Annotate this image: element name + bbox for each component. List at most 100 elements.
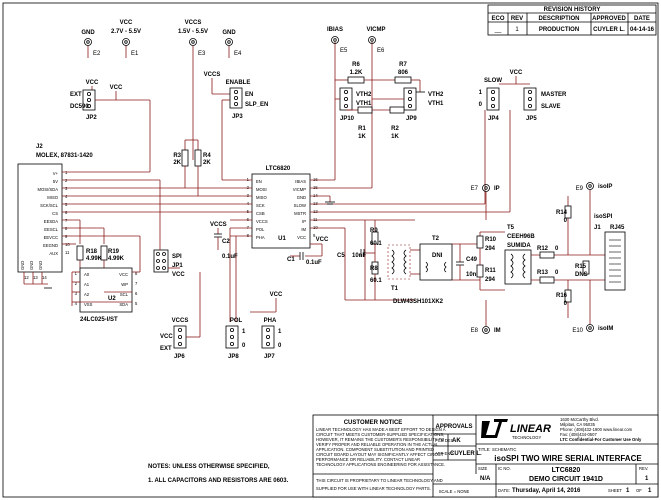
svg-text:Phone: (408)432-1900 www.line: Phone: (408)432-1900 www.linear.com — [560, 427, 633, 432]
svg-text:R6: R6 — [352, 62, 360, 68]
svg-text:RJ45: RJ45 — [610, 225, 625, 231]
resistor-r19: R19 4.99K — [100, 228, 125, 268]
jumper-jp4: SLOW 1 0 JP4 — [479, 78, 503, 122]
svg-text:1: 1 — [242, 329, 246, 335]
svg-text:VCC: VCC — [297, 235, 306, 240]
svg-text:DNI: DNI — [432, 253, 443, 259]
u1-ref: U1 — [278, 236, 286, 242]
svg-text:Fax: (408)434-0507: Fax: (408)434-0507 — [560, 432, 597, 437]
svg-text:ENABLE: ENABLE — [226, 80, 251, 86]
svg-text:E7: E7 — [471, 186, 479, 192]
svg-text:VCC: VCC — [270, 292, 283, 298]
resistor-r14: R14 0 — [556, 196, 572, 255]
svg-text:R16: R16 — [556, 293, 568, 299]
svg-text:R12: R12 — [537, 246, 549, 252]
svg-text:TITLE:: TITLE: — [478, 447, 491, 452]
svg-text:SHEET: SHEET — [608, 488, 622, 493]
svg-text:isoSPI TWO WIRE SERIAL INTERFA: isoSPI TWO WIRE SERIAL INTERFACE — [494, 454, 642, 463]
connector-j2: J2 MOLEX, 87831-1420 V+ 5V MOSI/SDA MISO… — [17, 144, 93, 289]
svg-text:Milpitas, CA 95035: Milpitas, CA 95035 — [560, 422, 596, 427]
rev-header-description: DESCRIPTION — [538, 16, 579, 22]
svg-text:806: 806 — [398, 70, 409, 76]
svg-text:13: 13 — [33, 275, 38, 280]
resistor-r18: R18 4.99K — [76, 220, 103, 268]
resistor-r16: R16 0 — [556, 280, 572, 318]
svg-text:T5: T5 — [507, 225, 515, 231]
svg-text:VCC: VCC — [316, 237, 329, 243]
svg-text:SIZE: SIZE — [478, 466, 488, 471]
svg-text:PHA: PHA — [256, 235, 265, 240]
svg-text:OF: OF — [636, 488, 642, 493]
svg-text:1: 1 — [247, 177, 250, 182]
svg-text:15: 15 — [313, 185, 318, 190]
terminal-e7-ip: E7 IP — [471, 184, 500, 192]
svg-text:IM: IM — [494, 328, 501, 334]
svg-text:1: 1 — [479, 90, 483, 96]
svg-text:E4: E4 — [234, 51, 242, 57]
svg-text:JP4: JP4 — [488, 116, 499, 122]
svg-text:DC590: DC590 — [70, 104, 89, 110]
svg-text:0: 0 — [555, 246, 559, 252]
svg-text:MSTR: MSTR — [294, 211, 306, 216]
svg-text:60.1: 60.1 — [370, 241, 382, 247]
svg-text:SLOW: SLOW — [484, 78, 502, 84]
svg-text:GND: GND — [297, 195, 306, 200]
svg-text:1.2K: 1.2K — [350, 70, 363, 76]
svg-text:JP5: JP5 — [526, 116, 537, 122]
svg-text:0: 0 — [564, 218, 568, 224]
jumper-jp9: VTH2 VTH1 JP9 — [372, 87, 444, 122]
svg-text:N/A: N/A — [480, 476, 491, 482]
svg-text:C2: C2 — [222, 239, 230, 245]
svg-text:EESDA: EESDA — [44, 219, 58, 224]
svg-text:8: 8 — [65, 226, 68, 231]
title-block: CUSTOMER NOTICE LINEAR TECHNOLOGY HAS MA… — [312, 414, 659, 498]
resistor-r2: R2 1K — [372, 106, 405, 140]
rev-cell-eco: __ — [494, 27, 502, 33]
svg-text:E10: E10 — [572, 328, 583, 334]
svg-text:2: 2 — [247, 185, 250, 190]
svg-text:IM: IM — [301, 227, 306, 232]
terminal-e10-isoim: E10 isoIM — [572, 324, 613, 334]
svg-text:E9: E9 — [576, 186, 584, 192]
revision-history-table: REVISION HISTORY ECO REV DESCRIPTION APP… — [487, 4, 657, 36]
u1-left-pins: EN MOSI MISO SCK CSB VCCS POL PHA 1 2 3 … — [247, 177, 268, 240]
svg-text:7: 7 — [247, 225, 250, 230]
svg-text:THIS CIRCUIT IS PROPRIETARY TO: THIS CIRCUIT IS PROPRIETARY TO LINEAR TE… — [316, 478, 443, 483]
svg-text:AK: AK — [452, 438, 461, 444]
svg-text:GND: GND — [38, 261, 43, 270]
connector-j1-rj45: isoSPI J1 RJ45 — [594, 214, 626, 291]
svg-text:DNS: DNS — [575, 272, 588, 278]
svg-text:3: 3 — [247, 193, 250, 198]
svg-text:VCCS: VCCS — [172, 318, 189, 324]
svg-text:12: 12 — [313, 209, 318, 214]
svg-text:V+: V+ — [53, 171, 59, 176]
svg-text:NOTES: UNLESS OTHERWISE SPECIF: NOTES: UNLESS OTHERWISE SPECIFIED, — [148, 464, 270, 470]
svg-text:EN: EN — [256, 179, 262, 184]
svg-text:MASTER: MASTER — [541, 92, 567, 98]
svg-text:16: 16 — [313, 177, 318, 182]
svg-text:11: 11 — [65, 250, 70, 255]
svg-text:0.1uF: 0.1uF — [306, 260, 322, 266]
rev-header-rev: REV — [511, 16, 523, 22]
svg-text:14: 14 — [313, 193, 318, 198]
svg-text:VCCS: VCCS — [185, 20, 202, 26]
svg-text:E2: E2 — [93, 51, 101, 57]
svg-text:6: 6 — [247, 217, 250, 222]
notes: NOTES: UNLESS OTHERWISE SPECIFIED, 1. AL… — [148, 464, 289, 484]
terminal-e5-ibias: IBIAS E5 — [327, 27, 348, 54]
svg-text:2: 2 — [65, 178, 68, 183]
svg-text:TECHNOLOGY: TECHNOLOGY — [512, 435, 542, 440]
svg-text:VICMP: VICMP — [366, 27, 385, 33]
svg-text:GND: GND — [29, 261, 34, 270]
terminal-e6-vicmp: VICMP E6 — [366, 27, 385, 54]
svg-text:10: 10 — [65, 242, 70, 247]
svg-text:JP10: JP10 — [340, 116, 355, 122]
svg-text:GND: GND — [222, 30, 236, 36]
svg-text:R13: R13 — [537, 270, 549, 276]
svg-text:GND: GND — [81, 30, 95, 36]
terminal-e3-vccs: VCCS 1.5V - 5.5V E3 — [178, 20, 208, 160]
svg-text:JP8: JP8 — [228, 354, 239, 360]
jumper-jp3: ENABLE VCCS EN SLP_EN JP3 — [204, 72, 268, 180]
svg-text:AUX: AUX — [49, 251, 58, 256]
